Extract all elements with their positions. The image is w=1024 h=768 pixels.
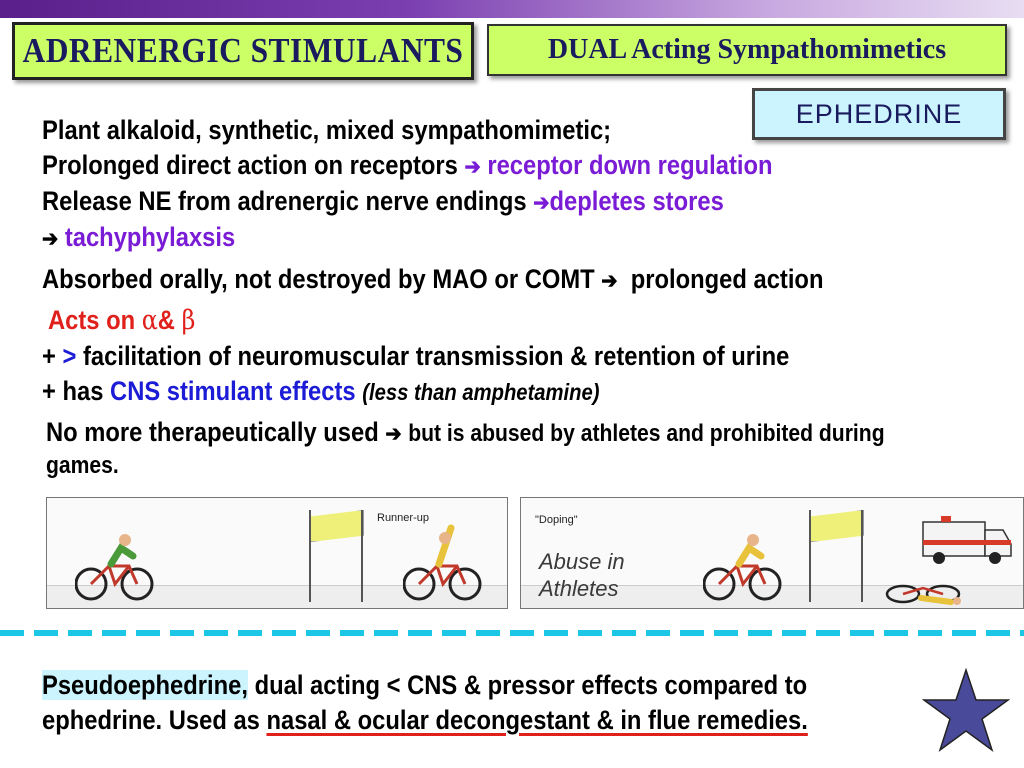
pseudoephedrine-highlight: Pseudoephedrine, xyxy=(42,670,248,700)
drug-name: EPHEDRINE xyxy=(795,98,963,129)
text-line-6: Acts on α& β xyxy=(48,305,196,336)
ambulance-icon xyxy=(922,516,1012,564)
cyclist-icon xyxy=(403,524,482,601)
text-line-1: Plant alkaloid, synthetic, mixed sympath… xyxy=(42,115,612,145)
text-line-8: + has CNS stimulant effects (less than a… xyxy=(42,376,600,406)
slide-title: ADRENERGIC STIMULANTS xyxy=(22,31,464,70)
text-line-9: No more therapeutically used ➔ but is ab… xyxy=(46,417,885,447)
doping-caption: "Doping" xyxy=(535,514,578,526)
cyclist-icon xyxy=(703,534,782,601)
drug-name-box: EPHEDRINE xyxy=(752,88,1006,140)
right-arrow-icon: ➔ xyxy=(42,226,59,251)
footer-line-2: ephedrine. Used as nasal & ocular decong… xyxy=(42,705,808,735)
text-line-3: Release NE from adrenergic nerve endings… xyxy=(42,186,724,216)
star-icon xyxy=(922,668,1010,752)
right-arrow-icon: ➔ xyxy=(533,190,550,215)
dashed-divider xyxy=(0,630,1024,636)
text-line-7: + > facilitation of neuromuscular transm… xyxy=(42,341,790,371)
right-arrow-icon: ➔ xyxy=(464,154,481,179)
text-line-4: ➔ tachyphylaxsis xyxy=(42,222,236,252)
fallen-cyclist-icon xyxy=(885,584,961,605)
slide-subtitle-box: DUAL Acting Sympathomimetics xyxy=(487,24,1007,76)
slide-title-box: ADRENERGIC STIMULANTS xyxy=(12,22,474,80)
beta-symbol: β xyxy=(181,305,196,336)
finish-flag-icon xyxy=(309,510,364,602)
top-gradient-bar xyxy=(0,0,1024,18)
footer-line-1: Pseudoephedrine, dual acting < CNS & pre… xyxy=(42,670,808,700)
text-line-5: Absorbed orally, not destroyed by MAO or… xyxy=(42,264,824,294)
text-line-2: Prolonged direct action on receptors ➔ r… xyxy=(42,150,773,180)
race-illustration-panel: Runner-up xyxy=(46,497,508,609)
abuse-label: Abuse in Athletes xyxy=(539,549,625,601)
right-arrow-icon: ➔ xyxy=(601,268,618,293)
doping-illustration-panel: "Doping" Abuse in Athletes xyxy=(520,497,1024,609)
text-line-10: games. xyxy=(46,452,119,479)
finish-flag-icon xyxy=(809,510,864,602)
right-arrow-icon: ➔ xyxy=(385,421,402,446)
runner-up-caption: Runner-up xyxy=(377,512,429,524)
alpha-symbol: α xyxy=(141,305,158,336)
cyclist-icon xyxy=(75,534,154,601)
slide-subtitle: DUAL Acting Sympathomimetics xyxy=(547,34,947,65)
